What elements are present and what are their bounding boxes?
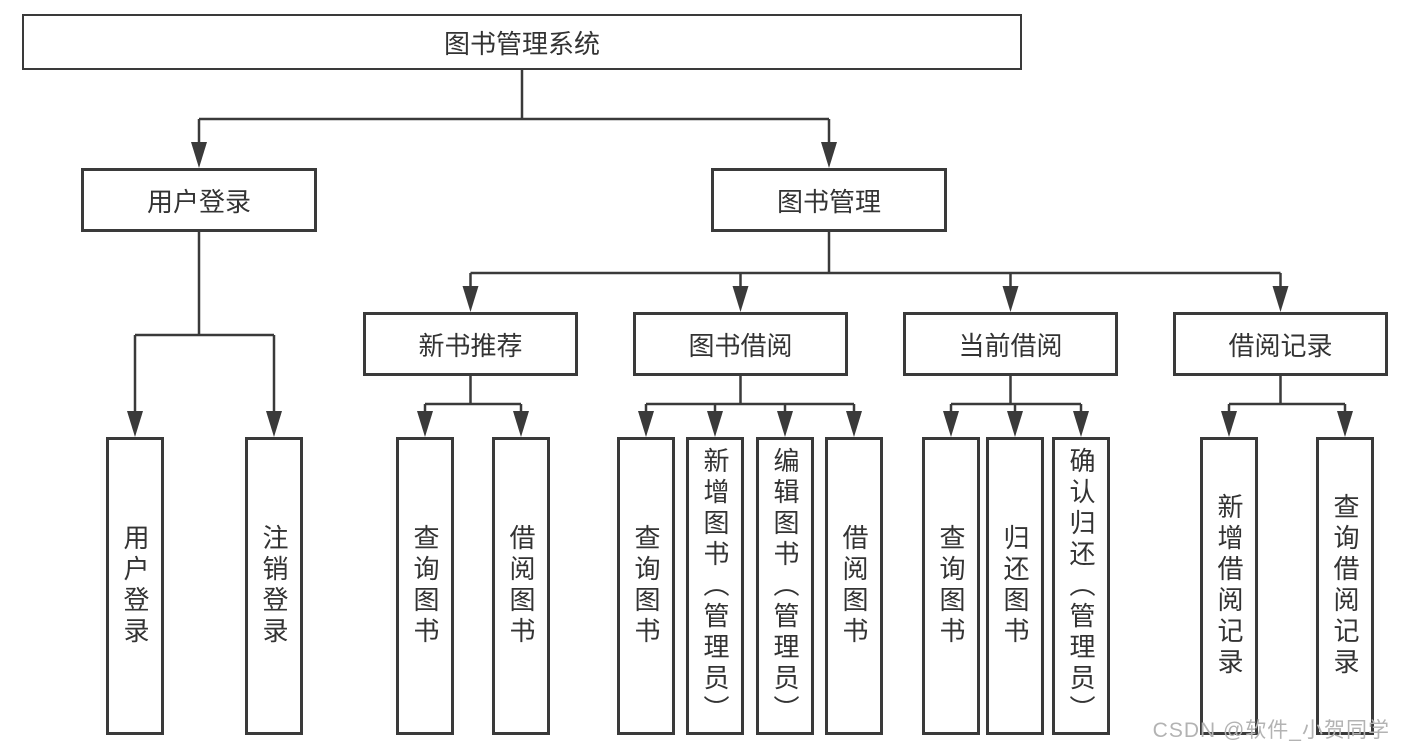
node-label: 当前借阅 bbox=[958, 330, 1063, 361]
node-label: 新增图书（管理员） bbox=[700, 446, 730, 726]
node-label: 用户登录 bbox=[120, 524, 150, 648]
node-label: 借阅记录 bbox=[1228, 330, 1333, 361]
leaf-logout-login: 注销登录 bbox=[245, 437, 303, 735]
node-library-management-system: 图书管理系统 bbox=[22, 14, 1022, 70]
node-book-borrowing: 图书借阅 bbox=[633, 312, 848, 376]
node-new-book-recommendation: 新书推荐 bbox=[363, 312, 578, 376]
node-label: 新书推荐 bbox=[418, 330, 523, 361]
node-label: 图书管理 bbox=[776, 186, 881, 217]
node-label: 新增借阅记录 bbox=[1214, 493, 1244, 679]
leaf-add-books-admin: 新增图书（管理员） bbox=[686, 437, 744, 735]
watermark: CSDN @软件_小贺同学 bbox=[1152, 719, 1390, 742]
node-label: 借阅图书 bbox=[506, 524, 536, 648]
leaf-borrow-books-borrowing: 借阅图书 bbox=[825, 437, 883, 735]
node-borrowing-records: 借阅记录 bbox=[1173, 312, 1388, 376]
node-book-management: 图书管理 bbox=[711, 168, 947, 232]
node-label: 查询图书 bbox=[631, 524, 661, 648]
node-label: 借阅图书 bbox=[839, 524, 869, 648]
leaf-query-books-current: 查询图书 bbox=[922, 437, 980, 735]
leaf-query-books-borrowing: 查询图书 bbox=[617, 437, 675, 735]
leaf-return-books: 归还图书 bbox=[986, 437, 1044, 735]
node-label: 归还图书 bbox=[1000, 524, 1030, 648]
leaf-confirm-return-admin: 确认归还（管理员） bbox=[1052, 437, 1110, 735]
arrowheads bbox=[127, 119, 1353, 437]
node-user-login: 用户登录 bbox=[81, 168, 317, 232]
leaf-query-borrowing-record: 查询借阅记录 bbox=[1316, 437, 1374, 735]
node-label: 确认归还（管理员） bbox=[1066, 446, 1096, 726]
node-label: 查询图书 bbox=[410, 524, 440, 648]
node-current-borrowing: 当前借阅 bbox=[903, 312, 1118, 376]
leaf-edit-books-admin: 编辑图书（管理员） bbox=[756, 437, 814, 735]
node-label: 注销登录 bbox=[259, 524, 289, 648]
leaf-query-books-recommend: 查询图书 bbox=[396, 437, 454, 735]
node-label: 查询借阅记录 bbox=[1330, 493, 1360, 679]
node-label: 用户登录 bbox=[146, 186, 251, 217]
leaf-user-login: 用户登录 bbox=[106, 437, 164, 735]
node-label: 图书借阅 bbox=[688, 330, 793, 361]
node-label: 图书管理系统 bbox=[443, 28, 600, 59]
leaf-add-borrowing-record: 新增借阅记录 bbox=[1200, 437, 1258, 735]
node-label: 编辑图书（管理员） bbox=[770, 446, 800, 726]
leaf-borrow-books-recommend: 借阅图书 bbox=[492, 437, 550, 735]
node-label: 查询图书 bbox=[936, 524, 966, 648]
